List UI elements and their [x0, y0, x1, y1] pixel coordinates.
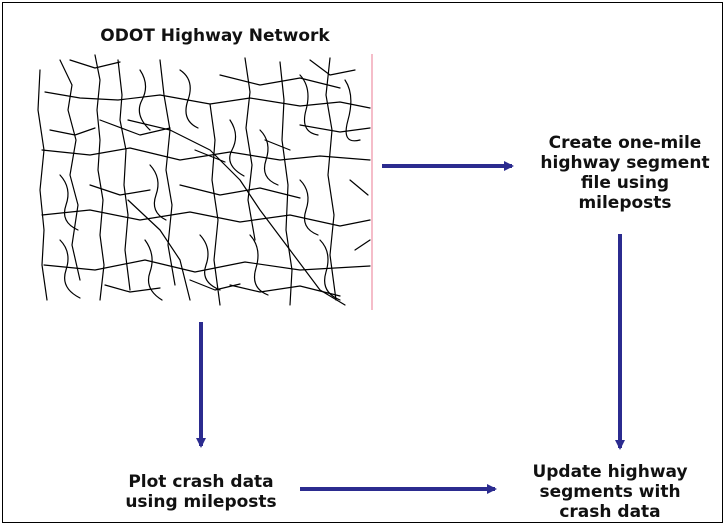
network-title: ODOT Highway Network [100, 26, 330, 46]
create-segments-node: Create one-mile highway segment file usi… [540, 133, 710, 213]
highway-network-map [37, 54, 373, 310]
road-lines [37, 54, 371, 306]
plot-crash-data-node: Plot crash data using mileposts [125, 472, 277, 512]
update-segments-node: Update highway segments with crash data [532, 462, 688, 522]
